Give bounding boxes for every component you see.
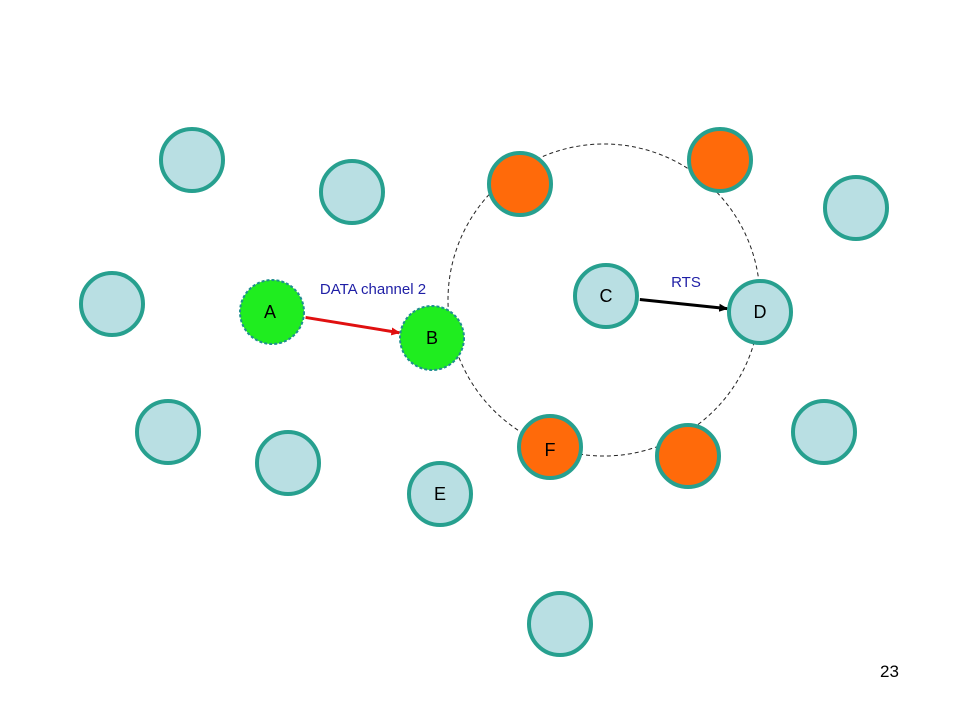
node-circle [727,279,793,345]
node-circle [79,271,145,337]
node-circle [573,263,639,329]
node-unlabeled [527,591,593,657]
node-circle [407,461,473,527]
node-label: A [264,302,276,322]
node-circle [399,305,465,371]
page-number: 23 [880,662,899,681]
node-unlabeled [159,127,225,193]
data-channel-label: DATA channel 2 [320,281,426,298]
node-circle [655,423,721,489]
rts-arrow [639,298,729,312]
node-circle [517,414,583,480]
node-b: B [399,305,465,371]
node-label: F [545,440,556,460]
edge-labels-layer: DATA channel 2 RTS [320,274,701,298]
edges-layer [305,298,729,336]
rts-label: RTS [671,274,701,291]
node-unlabeled [823,175,889,241]
node-label: B [426,328,438,348]
node-circle [687,127,753,193]
node-circle [791,399,857,465]
node-unlabeled [79,271,145,337]
node-a: A [239,279,305,345]
node-f: F [517,414,583,480]
node-unlabeled [319,159,385,225]
node-circle [527,591,593,657]
data-arrow [305,315,401,336]
node-circle [487,151,553,217]
node-unlabeled [655,423,721,489]
node-unlabeled [135,399,201,465]
node-label: D [754,302,767,322]
node-c: C [573,263,639,329]
node-unlabeled [487,151,553,217]
node-unlabeled [791,399,857,465]
node-circle [255,430,321,496]
node-circle [319,159,385,225]
node-e: E [407,461,473,527]
node-label: E [434,484,446,504]
node-circle [239,279,305,345]
nodes-layer: A B C D E F [79,127,889,657]
node-circle [135,399,201,465]
node-unlabeled [687,127,753,193]
node-label: C [600,286,613,306]
node-unlabeled [255,430,321,496]
node-circle [159,127,225,193]
node-d: D [727,279,793,345]
node-circle [823,175,889,241]
